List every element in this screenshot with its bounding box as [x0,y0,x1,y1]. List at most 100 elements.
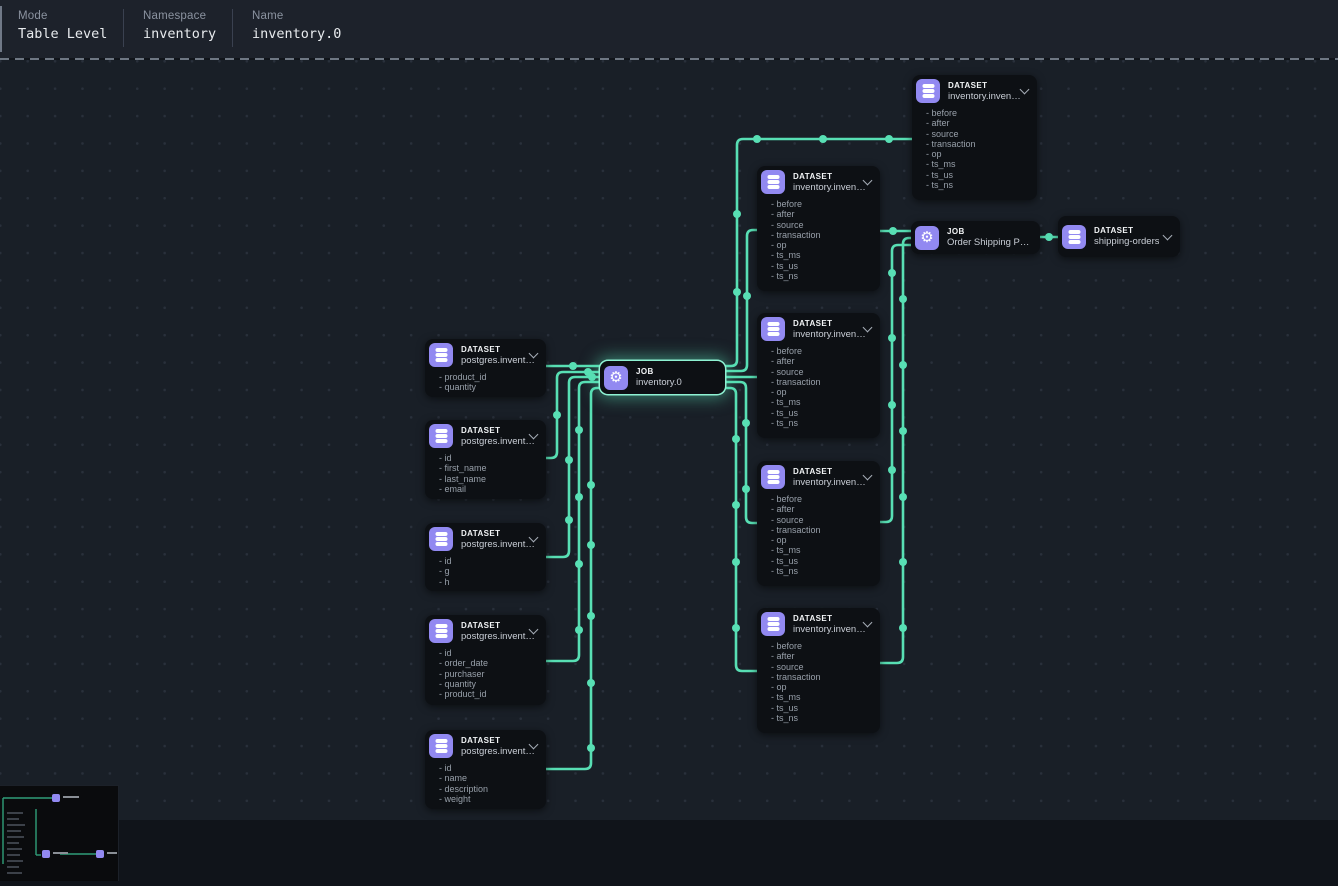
node-header: DATASET inventory.inven… [912,75,1037,107]
field-before: before [771,641,874,651]
field-before: before [926,108,1031,118]
node-name: postgres.invent… [461,355,535,366]
field-first_name: first_name [439,463,540,473]
dataset-postgres-2[interactable]: DATASET postgres.invent… idfirst_namelas… [425,420,546,499]
database-icon [429,734,453,758]
field-source: source [926,129,1031,139]
field-transaction: transaction [771,672,874,682]
field-ts_ms: ts_ms [771,692,874,702]
field-after: after [771,356,874,366]
node-name: inventory.inven… [793,477,866,488]
node-header: ⚙ JOB Order Shipping P… [911,222,1040,254]
dataset-postgres-3[interactable]: DATASET postgres.invent… idgh [425,523,546,591]
node-fields: idfirst_namelast_nameemail [425,452,546,498]
node-type-label: DATASET [793,614,866,623]
lineage-edges [0,0,1338,820]
node-name: inventory.inven… [948,91,1021,102]
field-ts_ms: ts_ms [771,545,874,555]
lineage-canvas[interactable]: DATASET postgres.invent… product_idquant… [0,60,1338,820]
database-icon [761,465,785,489]
node-type-label: JOB [947,227,1029,236]
node-name: postgres.invent… [461,436,535,447]
node-fields: beforeaftersourcetransactionopts_msts_us… [757,345,880,432]
namespace-group: Namespace inventory [143,10,216,42]
field-weight: weight [439,794,540,804]
field-ts_ns: ts_ns [771,566,874,576]
field-transaction: transaction [926,139,1031,149]
name-label: Name [252,10,341,22]
node-fields: idnamedescriptionweight [425,762,546,808]
field-ts_ns: ts_ns [771,713,874,723]
field-id: id [439,556,540,566]
chevron-down-icon[interactable] [1020,85,1030,95]
chevron-down-icon[interactable] [1163,230,1173,240]
gear-icon: ⚙ [604,366,628,390]
field-h: h [439,577,540,587]
node-header: DATASET postgres.invent… [425,615,546,647]
node-fields: product_idquantity [425,371,546,397]
database-icon [1062,225,1086,249]
minimap-graphic [0,786,118,881]
node-name: inventory.inven… [793,329,866,340]
database-icon [429,343,453,367]
dataset-inventory-3[interactable]: DATASET inventory.inven… beforeaftersour… [757,313,880,438]
field-op: op [771,387,874,397]
field-ts_us: ts_us [926,170,1031,180]
node-type-label: DATASET [948,81,1021,90]
name-value: inventory.0 [252,26,341,42]
node-fields: idgh [425,555,546,591]
node-name: inventory.inven… [793,182,866,193]
field-order_date: order_date [439,658,540,668]
divider [232,9,233,47]
field-after: after [771,651,874,661]
mode-group: Mode Table Level [18,10,107,42]
job-inventory-0[interactable]: ⚙ JOB inventory.0 [600,361,725,394]
node-header: ⚙ JOB inventory.0 [600,362,725,394]
field-before: before [771,494,874,504]
database-icon [761,317,785,341]
field-email: email [439,484,540,494]
field-source: source [771,220,874,230]
database-icon [916,79,940,103]
node-header: DATASET inventory.inven… [757,461,880,493]
field-ts_ms: ts_ms [771,397,874,407]
dataset-postgres-4[interactable]: DATASET postgres.invent… idorder_datepur… [425,615,546,705]
field-id: id [439,453,540,463]
field-ts_ns: ts_ns [771,418,874,428]
field-op: op [771,535,874,545]
field-transaction: transaction [771,377,874,387]
minimap[interactable] [0,785,119,881]
node-fields: idorder_datepurchaserquantityproduct_id [425,647,546,703]
field-ts_ns: ts_ns [771,271,874,281]
node-header: DATASET postgres.invent… [425,339,546,371]
field-quantity: quantity [439,679,540,689]
node-type-label: DATASET [793,467,866,476]
job-order-shipping[interactable]: ⚙ JOB Order Shipping P… [911,221,1040,254]
field-ts_ms: ts_ms [926,159,1031,169]
node-name: inventory.0 [636,377,682,388]
dataset-inventory-5[interactable]: DATASET inventory.inven… beforeaftersour… [757,608,880,733]
node-header: DATASET postgres.invent… [425,730,546,762]
node-name: shipping-orders [1094,236,1159,247]
node-fields: beforeaftersourcetransactionopts_msts_us… [757,198,880,285]
node-header: DATASET postgres.invent… [425,523,546,555]
field-id: id [439,648,540,658]
node-header: DATASET shipping-orders [1058,221,1180,253]
field-before: before [771,199,874,209]
dataset-postgres-5[interactable]: DATASET postgres.invent… idnamedescripti… [425,730,546,809]
dataset-shipping-orders[interactable]: DATASET shipping-orders [1058,216,1180,257]
field-ts_us: ts_us [771,703,874,713]
dataset-inventory-2[interactable]: DATASET inventory.inven… beforeaftersour… [757,166,880,291]
node-name: Order Shipping P… [947,237,1029,248]
database-icon [429,527,453,551]
field-last_name: last_name [439,474,540,484]
node-header: DATASET inventory.inven… [757,608,880,640]
top-bar: Mode Table Level Namespace inventory Nam… [0,0,1338,58]
panel-edge-indicator [0,6,2,52]
dashed-separator [0,58,1338,60]
database-icon [761,612,785,636]
dataset-inventory-1[interactable]: DATASET inventory.inven… beforeaftersour… [912,75,1037,200]
dataset-inventory-4[interactable]: DATASET inventory.inven… beforeaftersour… [757,461,880,586]
field-op: op [771,682,874,692]
dataset-postgres-1[interactable]: DATASET postgres.invent… product_idquant… [425,339,546,397]
